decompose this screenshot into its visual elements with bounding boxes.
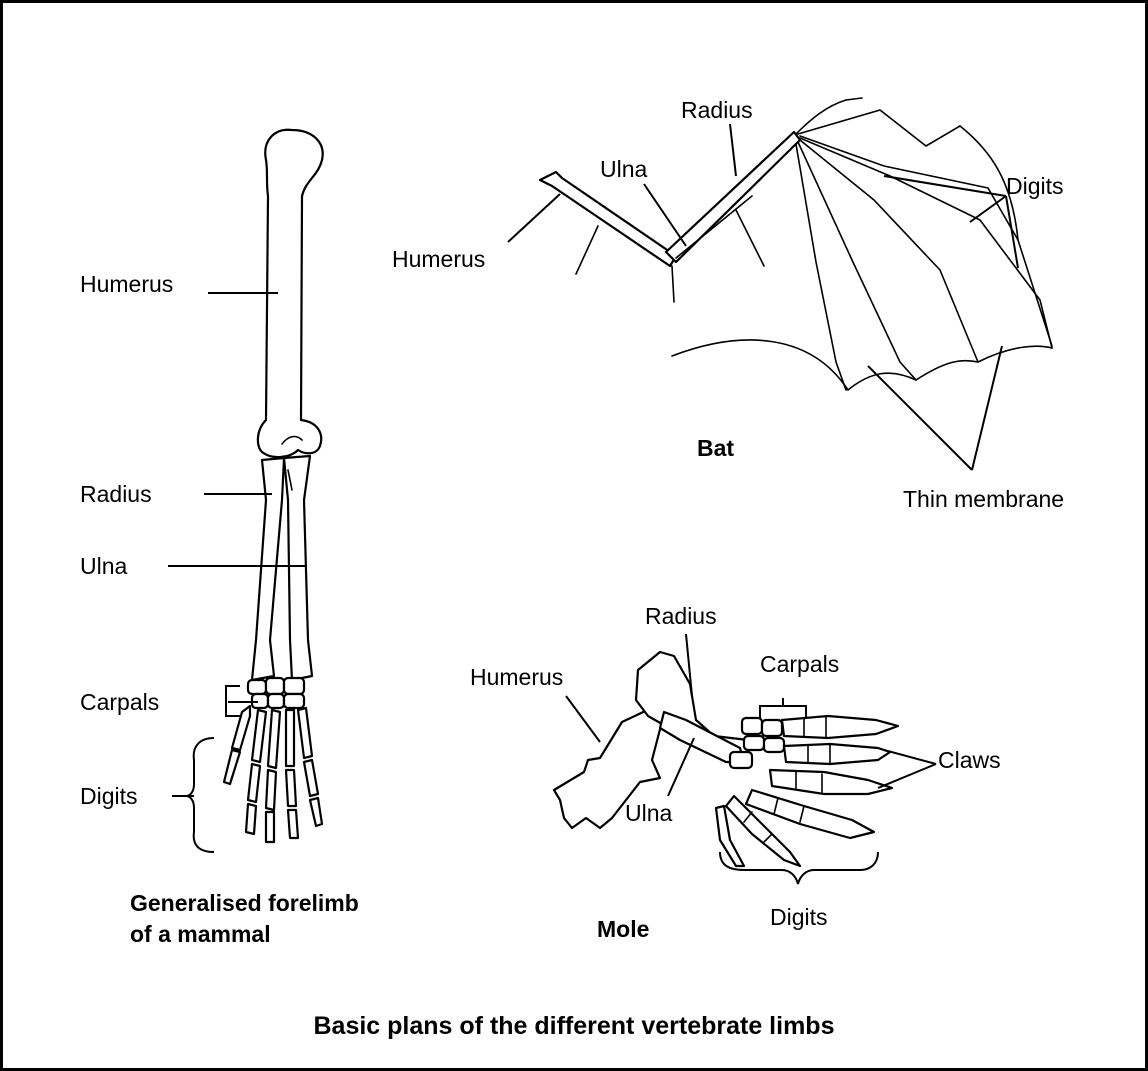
bat-caption: Bat [697, 435, 734, 461]
bat-humerus [540, 172, 676, 266]
bat-digits-label: Digits [1006, 173, 1064, 199]
bat-membrane [672, 340, 1052, 390]
bat-humerus-label: Humerus [392, 246, 485, 272]
bat-membrane-label: Thin membrane [903, 486, 1064, 512]
bat-radius-label: Radius [681, 97, 753, 123]
bat-ulna-label: Ulna [600, 156, 648, 182]
mole-ulna-label: Ulna [625, 800, 673, 826]
mammal-ulna-label: Ulna [80, 553, 128, 579]
bat-wing [508, 98, 1052, 470]
mole-carpals-label: Carpals [760, 651, 839, 677]
mammal-humerus-label: Humerus [80, 271, 173, 297]
mammal-ulna [284, 456, 312, 680]
mole-claws-label: Claws [938, 747, 1001, 773]
diagram-title: Basic plans of the different vertebrate … [314, 1012, 835, 1040]
mammal-caption-line2: of a mammal [130, 921, 271, 947]
mole-caption: Mole [597, 916, 649, 942]
mammal-carpals [248, 678, 304, 708]
mammal-radius-label: Radius [80, 481, 152, 507]
mammal-digits [224, 706, 322, 842]
mammal-caption-line1: Generalised forelimb [130, 890, 359, 916]
mole-forelimb [554, 634, 936, 884]
mammal-forelimb [168, 130, 323, 852]
mole-digits-label: Digits [770, 904, 828, 930]
mammal-carpals-label: Carpals [80, 689, 159, 715]
mammal-digits-label: Digits [80, 783, 138, 809]
mole-radius-label: Radius [645, 603, 717, 629]
mole-humerus-label: Humerus [470, 664, 563, 690]
mammal-radius [252, 458, 284, 680]
